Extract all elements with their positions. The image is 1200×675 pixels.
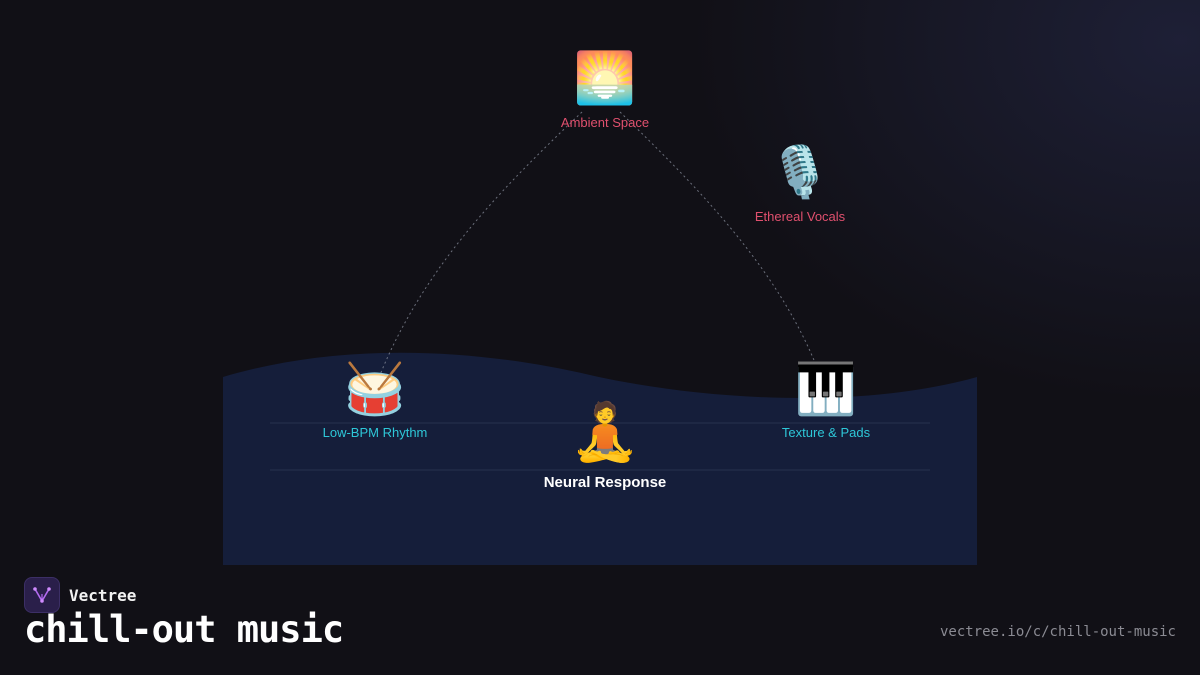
connector-ambient-to-rhythm — [375, 111, 583, 386]
node-label-ethereal-vocals: Ethereal Vocals — [754, 209, 846, 224]
piano-keys-icon: 🎹 — [794, 361, 858, 417]
sunrise-over-water-icon: 🌅 — [573, 50, 637, 106]
drum-icon: 🥁 — [343, 361, 407, 417]
node-label-neural-response: Neural Response — [543, 474, 667, 491]
page-title: chill-out music — [24, 608, 344, 651]
brand-name: Vectree — [69, 585, 137, 605]
node-low-bpm-rhythm[interactable]: 🥁 Low-BPM Rhythm — [323, 359, 428, 440]
brand[interactable]: Vectree — [24, 577, 136, 613]
node-ethereal-vocals[interactable]: 🎙️ Ethereal Vocals — [755, 142, 845, 224]
page-url[interactable]: vectree.io/c/chill-out-music — [939, 624, 1176, 640]
meditating-person-icon: 🧘 — [570, 400, 640, 463]
node-ambient-space[interactable]: 🌅 Ambient Space — [561, 48, 649, 130]
node-label-ambient-space: Ambient Space — [560, 115, 650, 130]
node-label-texture-pads: Texture & Pads — [781, 425, 871, 440]
microphone-icon: 🎙️ — [768, 144, 832, 200]
vectree-logo-icon — [24, 577, 60, 613]
node-texture-pads[interactable]: 🎹 Texture & Pads — [782, 359, 870, 440]
node-neural-response[interactable]: 🧘 Neural Response — [544, 400, 667, 491]
wave-panel — [223, 352, 977, 565]
node-label-low-bpm-rhythm: Low-BPM Rhythm — [322, 425, 428, 440]
